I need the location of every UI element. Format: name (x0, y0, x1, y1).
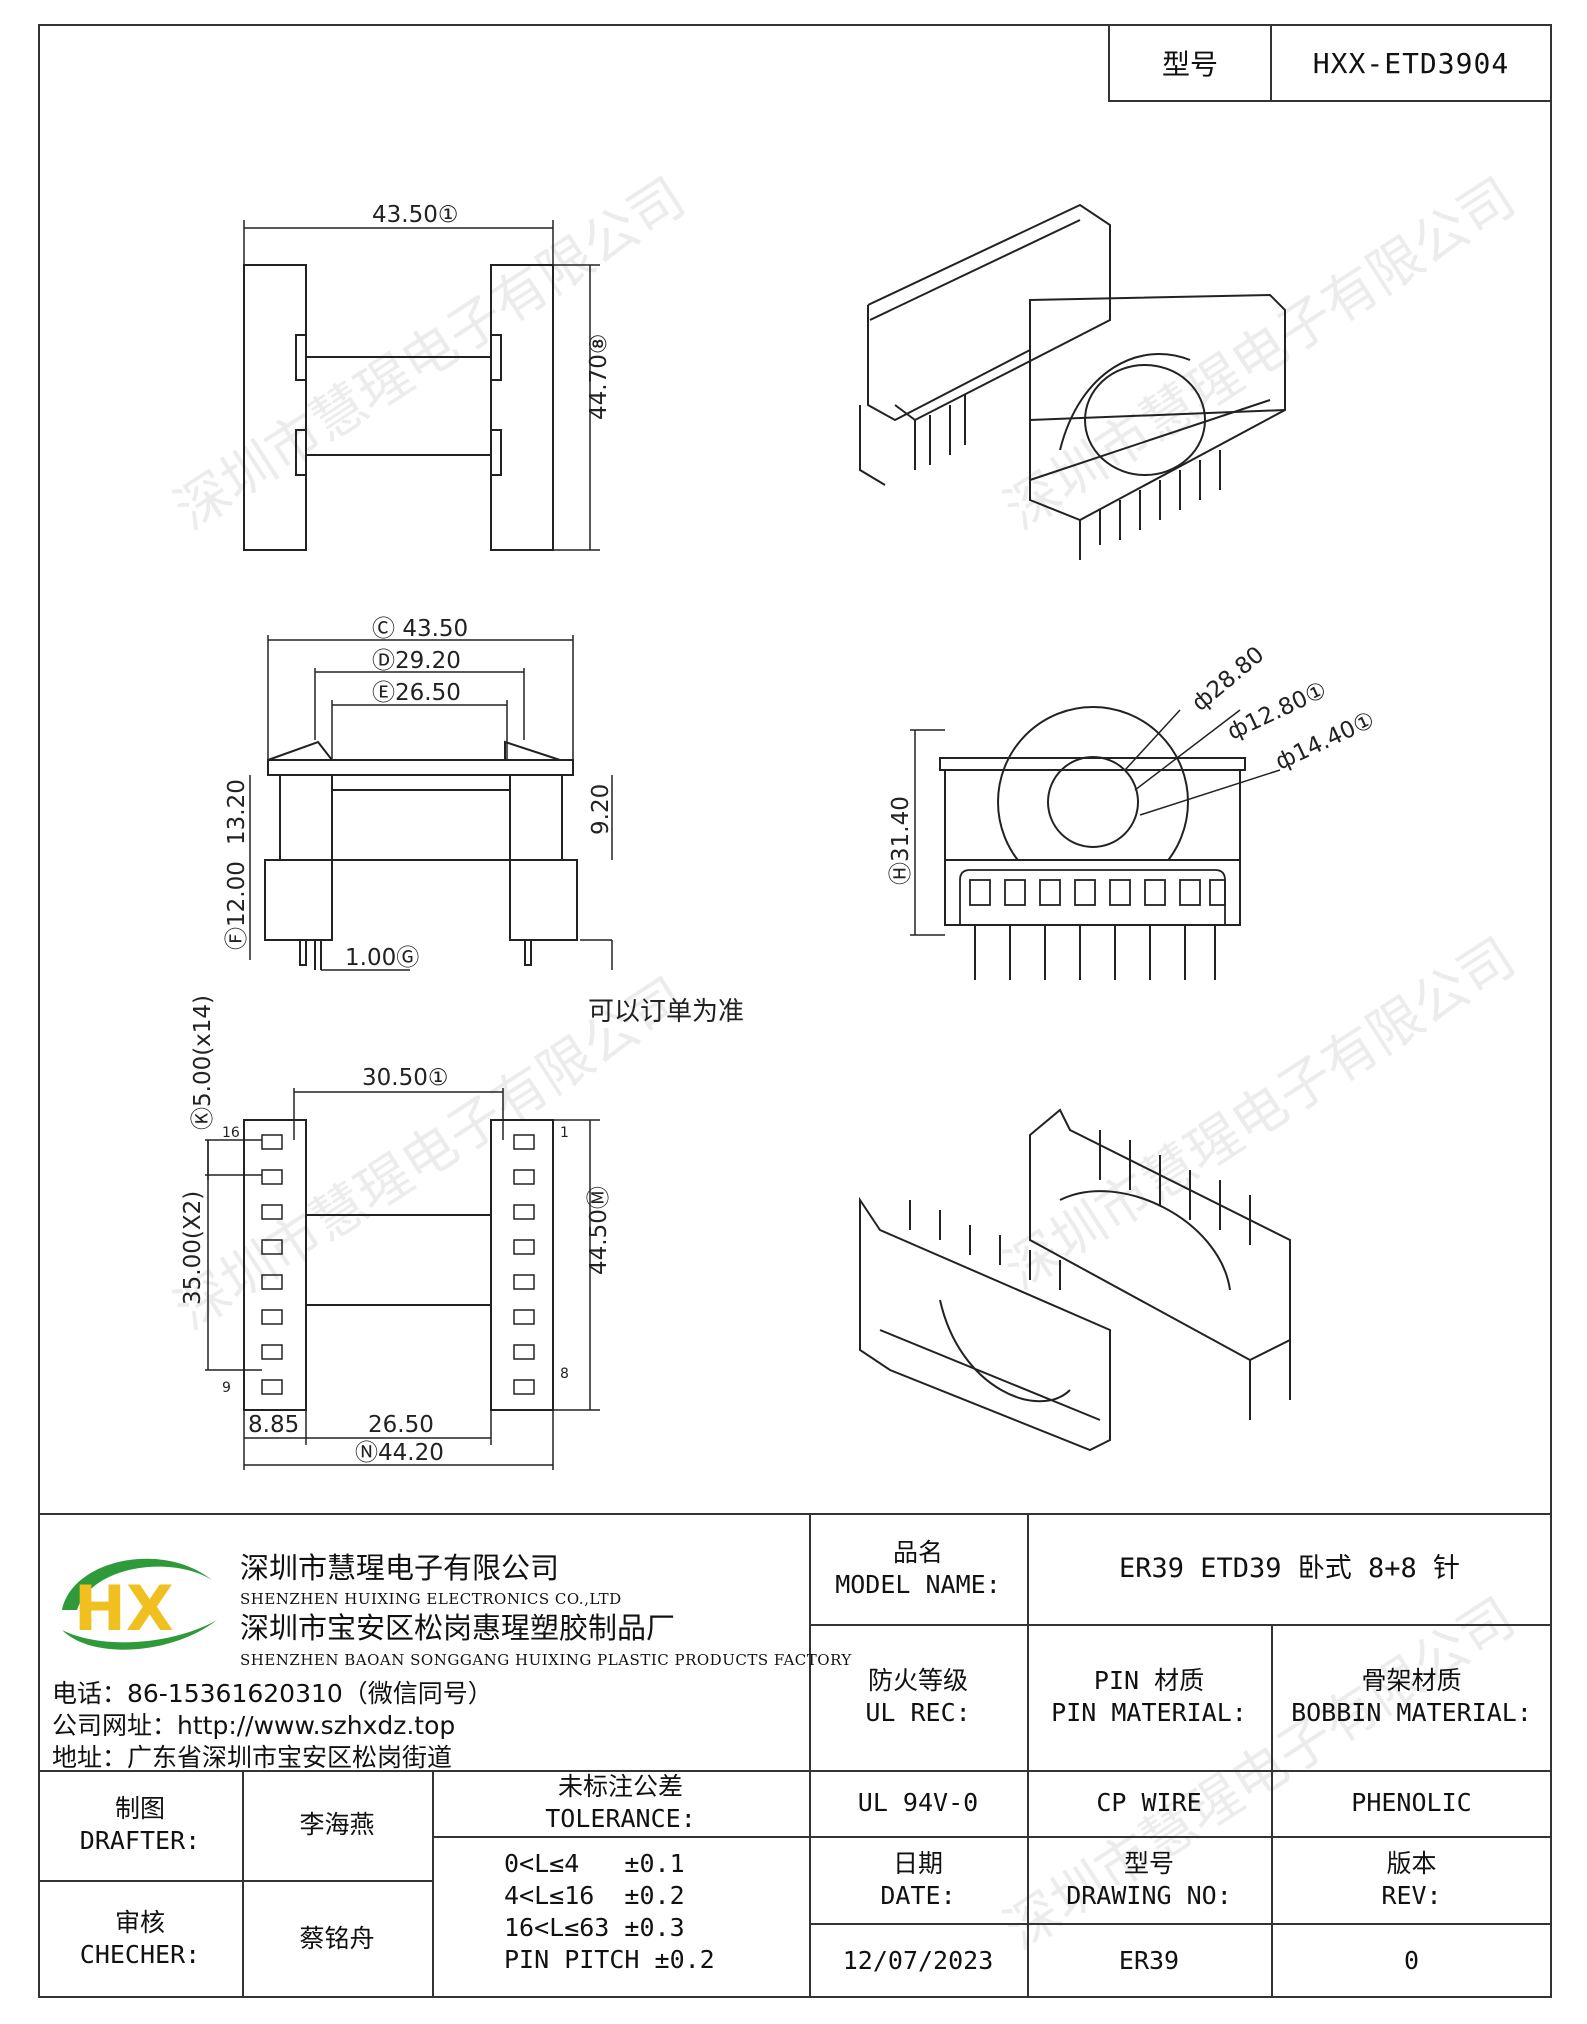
tolerance-line-1: 0<L≤4 ±0.1 (504, 1849, 685, 1878)
grid-line (242, 1770, 244, 1998)
company-logo: HX (52, 1540, 222, 1658)
side-note: 可以订单为准 (588, 997, 744, 1027)
factory-name-cn: 深圳市宝安区松岗惠瑆塑胶制品厂 (240, 1611, 676, 1645)
header-model-box: 型号 HXX-ETD3904 (1108, 24, 1552, 102)
pin-label-16: 16 (222, 1125, 240, 1141)
dim-front-height: Ⓗ31.40 (888, 796, 914, 885)
company-name-cn: 深圳市慧瑆电子有限公司 (240, 1551, 560, 1585)
grid-line (1271, 1624, 1273, 1998)
tolerance-line-4: PIN PITCH ±0.2 (504, 1945, 715, 1974)
grid-line (432, 1836, 1552, 1838)
pin-label-9: 9 (222, 1380, 231, 1396)
top-view (243, 220, 600, 551)
company-name-en: SHENZHEN HUIXING ELECTRONICS CO.,LTD (240, 1590, 622, 1608)
drafter-label: 制图 DRAFTER: (79, 1794, 201, 1855)
dim-bottom-total-h: 44.50Ⓜ (586, 1186, 612, 1275)
pin-material-value: CP WIRE (1096, 1788, 1202, 1817)
dim-bottom-pin-span: 30.50① (362, 1065, 448, 1091)
pin-label-1: 1 (560, 1125, 569, 1141)
side-view (249, 635, 613, 971)
drawing-no-value: ER39 (1118, 1945, 1180, 1975)
drafter-value: 李海燕 (299, 1810, 375, 1839)
drawing-sheet-border (38, 24, 1552, 1998)
checker-value: 蔡铭舟 (299, 1924, 375, 1953)
factory-name-en: SHENZHEN BAOAN SONGGANG HUIXING PLASTIC … (240, 1651, 852, 1669)
rev-label: 版本 REV: (1381, 1848, 1442, 1910)
bottom-view (205, 1088, 600, 1470)
grid-line (38, 1770, 1552, 1772)
model-name-label: 品名 MODEL NAME: (835, 1537, 1001, 1599)
pin-label-8: 8 (560, 1366, 569, 1382)
grid-line (432, 1770, 434, 1998)
bobbin-material-value: PHENOLIC (1351, 1788, 1472, 1817)
iso-view-bottom (859, 1108, 1291, 1452)
dim-side-inner: Ⓓ29.20 (372, 648, 461, 674)
rev-value: 0 (1403, 1945, 1420, 1975)
dim-side-pin-h: Ⓕ12.00 (224, 861, 250, 950)
company-phone: 电话：86-15361620310（微信同号） (52, 1679, 493, 1708)
ul-rec-label: 防火等级 UL REC: (865, 1666, 971, 1727)
tolerance-line-2: 4<L≤16 ±0.2 (504, 1881, 685, 1910)
checker-label: 审核 CHECHER: (79, 1908, 201, 1969)
grid-line (809, 1624, 1552, 1626)
dim-side-flange-h: 13.20 (224, 779, 250, 845)
dim-side-overall: Ⓒ 43.50 (372, 616, 468, 642)
title-block-top-line (38, 1513, 1552, 1515)
grid-line (38, 1880, 432, 1882)
tolerance-line-3: 16<L≤63 ±0.3 (504, 1913, 685, 1942)
front-view (910, 706, 1281, 980)
tolerance-label: 未标注公差 TOLERANCE: (545, 1772, 696, 1833)
pin-material-label: PIN 材质 PIN MATERIAL: (1051, 1666, 1247, 1727)
model-name-value: ER39 ETD39 卧式 8+8 针 (1118, 1552, 1461, 1584)
company-address: 地址：广东省深圳市宝安区松岗街道 (52, 1743, 453, 1772)
grid-line (1027, 1513, 1029, 1998)
drawing-no-label: 型号 DRAWING NO: (1066, 1848, 1232, 1910)
header-model-value: HXX-ETD3904 (1312, 46, 1510, 80)
logo-text: HX (74, 1572, 174, 1645)
date-value: 12/07/2023 (842, 1945, 994, 1975)
dim-bottom-row-span: 35.00(X2) (180, 1191, 206, 1305)
dim-side-pin-d: 1.00Ⓖ (345, 945, 419, 971)
dim-bottom-total-w: Ⓝ44.20 (355, 1440, 444, 1466)
bobbin-material-label: 骨架材质 BOBBIN MATERIAL: (1291, 1666, 1532, 1727)
header-model-label: 型号 (1110, 26, 1272, 100)
company-website: 公司网址：http://www.szhxdz.top (52, 1711, 456, 1740)
dim-bottom-pitch: Ⓚ5.00(x14) (190, 995, 216, 1130)
iso-view-top (859, 203, 1286, 560)
dim-top-width: 43.50① (372, 202, 458, 228)
grid-line (809, 1513, 811, 1998)
dim-side-core: Ⓔ26.50 (372, 680, 461, 706)
dim-bottom-core-w: 26.50 (368, 1412, 434, 1438)
dim-top-height: 44.70⑧ (586, 334, 612, 420)
ul-rec-value: UL 94V-0 (857, 1788, 979, 1817)
date-label: 日期 DATE: (880, 1848, 956, 1910)
dim-bottom-offset: 8.85 (248, 1412, 299, 1438)
dim-side-step: 9.20 (588, 784, 614, 835)
technical-drawing: 43.50① 44.70⑧ Ⓒ 43.50 Ⓓ29.20 Ⓔ26.50 13.2… (180, 202, 1379, 1470)
grid-line (809, 1923, 1552, 1925)
